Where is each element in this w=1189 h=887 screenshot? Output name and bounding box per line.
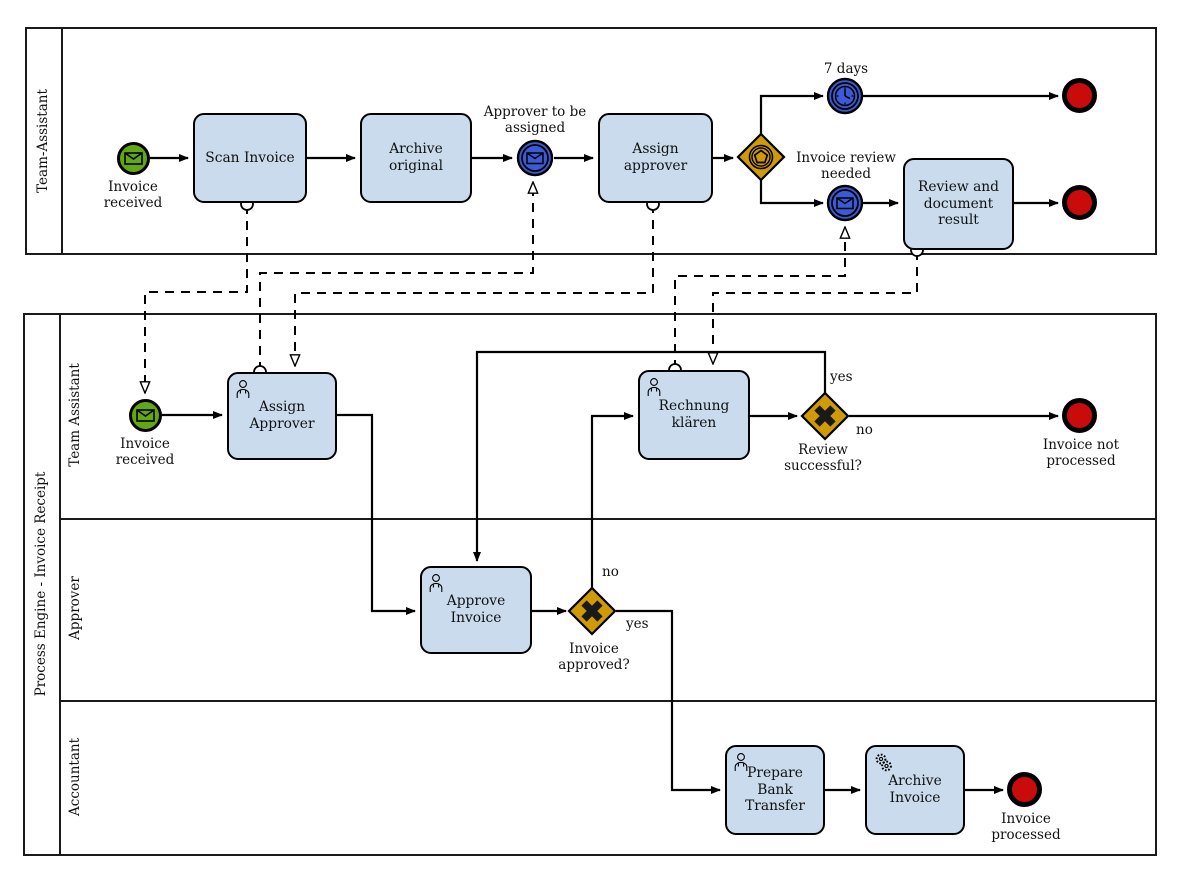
user-icon	[428, 573, 444, 593]
end-not-processed-label: Invoice not processed	[1042, 437, 1120, 470]
timer-label: 7 days	[823, 61, 869, 77]
task-archive-original-label: Archive original	[388, 141, 444, 174]
end-event-invoice-not-processed[interactable]	[1062, 398, 1097, 433]
gears-icon	[873, 752, 895, 774]
timer-event-7-days[interactable]	[826, 77, 864, 115]
envelope-icon	[124, 152, 143, 165]
task-assign-approver-top-label: Assign approver	[623, 141, 688, 174]
clock-icon	[834, 85, 856, 107]
gw-review-no-label: no	[856, 422, 873, 438]
event-based-gateway[interactable]	[736, 132, 786, 182]
task-scan-invoice[interactable]: Scan Invoice	[193, 113, 307, 203]
task-review-document-result[interactable]: Review and document result	[903, 158, 1014, 250]
lane-approver-label: Approver	[67, 576, 83, 640]
task-assign-approver-bottom-label: Assign Approver	[249, 399, 315, 432]
start-event-invoice-received-bottom[interactable]	[129, 399, 162, 432]
lane-accountant-label: Accountant	[67, 738, 83, 816]
task-archive-invoice-label: Archive Invoice	[888, 773, 942, 806]
task-archive-original[interactable]: Archive original	[360, 113, 472, 203]
start-event-invoice-received-top[interactable]	[117, 142, 150, 175]
user-icon	[646, 377, 662, 397]
xor-x-icon	[814, 405, 836, 427]
gw-approved-question-label: Invoice approved?	[558, 641, 630, 674]
lane-divider-1	[59, 518, 1155, 520]
end-event-invoice-processed[interactable]	[1007, 772, 1042, 807]
envelope-icon	[136, 409, 155, 422]
user-icon	[733, 752, 749, 772]
intermediate-event-invoice-review-needed[interactable]	[826, 184, 864, 222]
task-approve-invoice-label: Approve Invoice	[446, 593, 506, 626]
end-event-top-2[interactable]	[1062, 185, 1097, 220]
msg1-label: Approver to be assigned	[483, 104, 587, 137]
task-approve-invoice[interactable]: Approve Invoice	[420, 566, 532, 654]
gw-review-yes-label: yes	[830, 369, 853, 385]
gateway-review-successful[interactable]	[800, 391, 850, 441]
pool-process-engine[interactable]	[23, 313, 1157, 856]
task-prepare-bank-transfer-label: Prepare Bank Transfer	[745, 764, 805, 815]
start-event-bottom-label: Invoice received	[115, 436, 175, 469]
pentagon-icon	[753, 149, 769, 164]
pool-process-engine-label: Process Engine - Invoice Receipt	[33, 471, 49, 697]
task-archive-invoice[interactable]: Archive Invoice	[865, 745, 965, 835]
pool-team-assistant-label: Team-Assistant	[35, 89, 51, 193]
xor-x-icon	[581, 600, 603, 622]
lane-team-assistant-label: Team Assistant	[67, 363, 83, 467]
pool-process-engine-label-band	[25, 315, 61, 854]
gw-approved-no-label: no	[602, 564, 619, 580]
user-icon	[235, 379, 251, 399]
gw-approved-yes-label: yes	[626, 616, 649, 632]
end-event-top-1[interactable]	[1062, 78, 1097, 113]
lane-divider-2	[59, 700, 1155, 702]
pool-team-assistant-label-band	[27, 29, 63, 253]
task-assign-approver-bottom[interactable]: Assign Approver	[227, 372, 337, 460]
gateway-invoice-approved[interactable]	[567, 586, 617, 636]
msg2-label: Invoice review needed	[796, 150, 896, 183]
start-event-top-label: Invoice received	[103, 179, 163, 212]
task-rechnung-klaeren[interactable]: Rechnung klären	[638, 370, 750, 460]
envelope-icon	[526, 152, 544, 165]
task-scan-invoice-label: Scan Invoice	[205, 149, 295, 166]
end-processed-label: Invoice processed	[991, 811, 1061, 844]
envelope-icon	[836, 197, 854, 210]
task-review-document-result-label: Review and document result	[917, 178, 1000, 229]
intermediate-event-approver-assigned[interactable]	[516, 139, 554, 177]
gw-review-question-label: Review successful?	[784, 442, 862, 475]
task-assign-approver-top[interactable]: Assign approver	[598, 113, 713, 203]
task-rechnung-klaeren-label: Rechnung klären	[658, 398, 730, 431]
task-prepare-bank-transfer[interactable]: Prepare Bank Transfer	[725, 745, 825, 835]
